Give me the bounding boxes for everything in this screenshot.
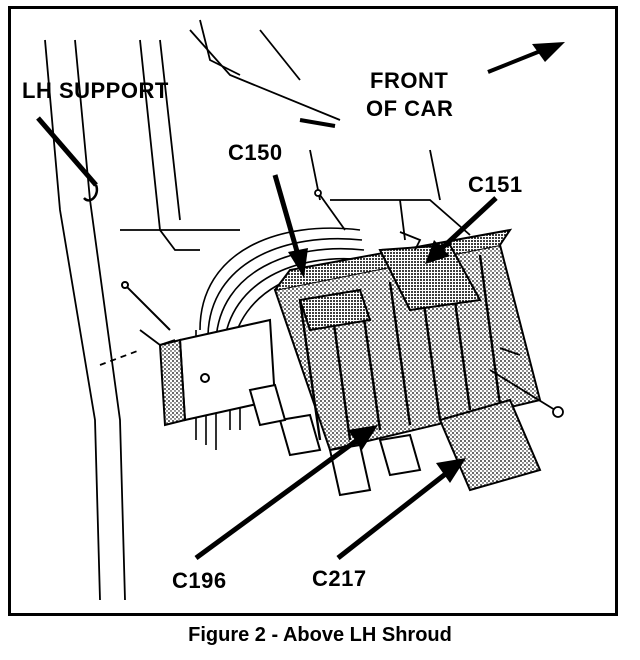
front-of-car-arrow [487, 42, 565, 74]
c150-arrow [272, 174, 308, 278]
lh-support-label: LH SUPPORT [22, 78, 169, 103]
c150-label: C150 [228, 140, 283, 165]
fasteners [314, 189, 564, 418]
c217-arrow [336, 458, 466, 560]
body-structure [44, 19, 471, 601]
connector-block [273, 228, 542, 452]
c151-arrow [425, 196, 498, 264]
c217-label: C217 [312, 566, 367, 591]
c196-label: C196 [172, 568, 227, 593]
lh-support-leader [36, 116, 99, 202]
mounting-bracket [121, 281, 277, 427]
lower-plugs [248, 383, 542, 497]
figure-caption: Figure 2 - Above LH Shroud [188, 624, 452, 646]
front-of-car-label-line1: FRONT [370, 68, 449, 93]
c196-arrow [194, 425, 378, 561]
c151-label: C151 [468, 172, 523, 197]
front-of-car-label-line2: OF CAR [366, 96, 454, 121]
